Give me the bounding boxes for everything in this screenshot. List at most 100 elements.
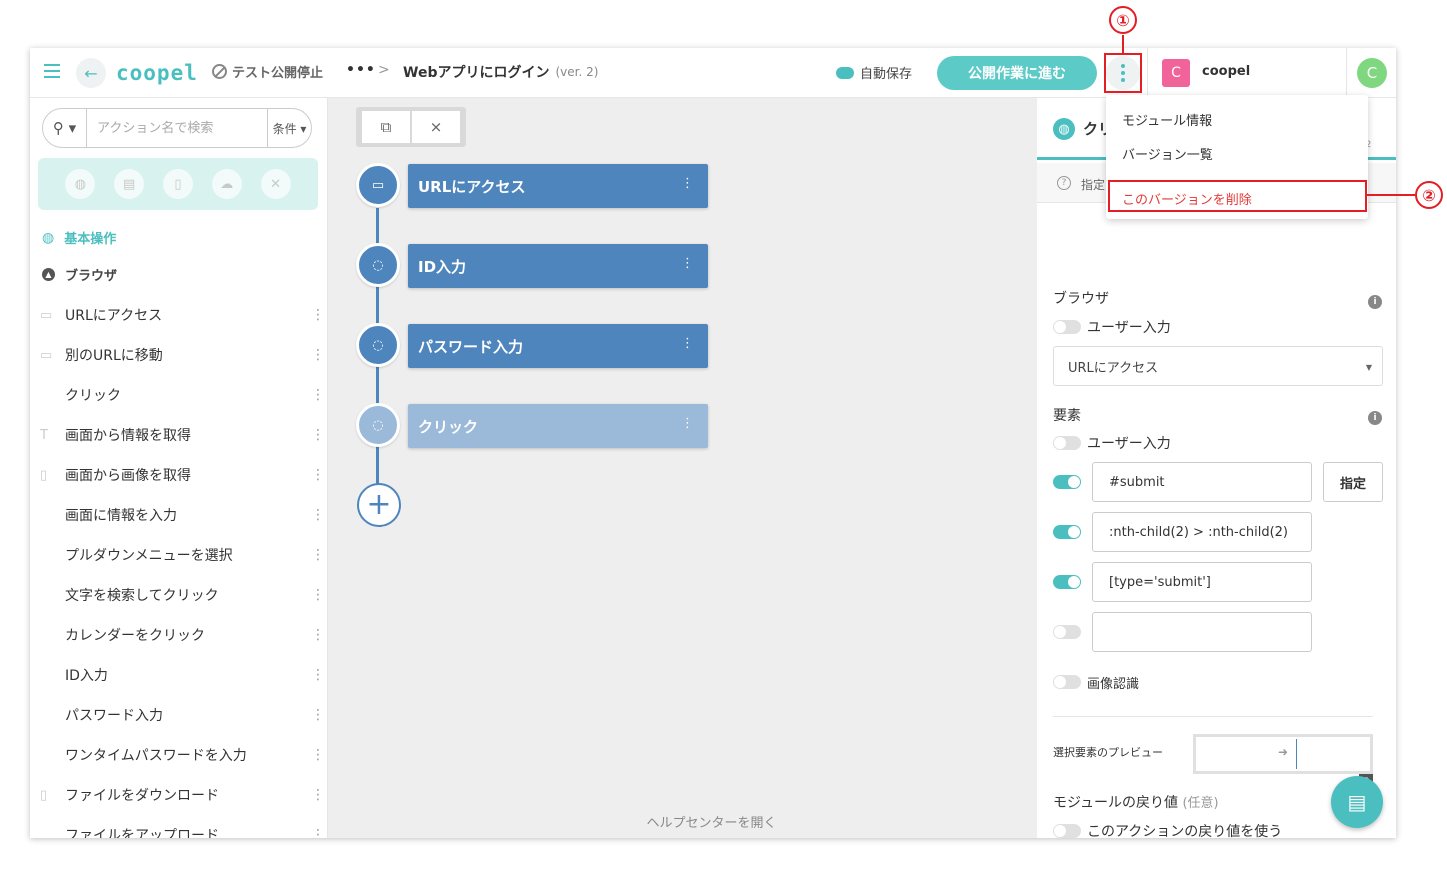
workspace-name[interactable]: coopel [1202,64,1251,79]
selector-input[interactable]: [type='submit'] [1092,562,1312,602]
add-node-button[interactable]: + [357,483,401,527]
sidebar-action-item[interactable]: カレンダーをクリック⋮ [30,615,327,655]
kebab-icon[interactable]: ⋮ [681,256,694,271]
sidebar-action-item[interactable]: パスワード入力⋮ [30,695,327,735]
selector-toggle[interactable] [1053,625,1081,639]
element-label: 要素 [1053,408,1081,424]
kebab-icon[interactable]: ⋮ [311,307,325,323]
selector-input[interactable]: #submit [1092,462,1312,502]
chat-icon[interactable]: ▤ [1331,776,1383,828]
help-center-link[interactable]: ヘルプセンターを開く [646,816,777,831]
selector-toggle[interactable] [1053,525,1081,539]
flow-node[interactable]: URLにアクセス ⋮ [408,164,708,208]
menu-item-version-list[interactable]: バージョン一覧 [1122,148,1213,163]
condition-dropdown[interactable]: 条件 ▾ [267,109,311,147]
sidebar-action-item[interactable]: ID入力⋮ [30,655,327,695]
annotation-box-2 [1108,180,1367,212]
image-recognition-toggle[interactable] [1053,675,1081,689]
dashed-circle-icon[interactable]: ◌ [356,323,400,367]
section-browser-label: ブラウザ [65,269,118,284]
sidebar-action-item[interactable]: ▯ファイルをダウンロード⋮ [30,775,327,815]
kebab-icon[interactable]: ⋮ [311,747,325,763]
collapse-icon[interactable]: ⨯ [412,111,460,143]
module-menu-button[interactable] [1106,56,1140,90]
menu-item-delete-version[interactable]: このバージョンを削除 [1122,193,1252,208]
annotation-number-2: ② [1415,181,1443,209]
help-icon[interactable]: ? [1057,176,1071,190]
globe-icon: ◍ [1053,118,1075,140]
kebab-icon[interactable]: ⋮ [311,707,325,723]
kebab-icon[interactable]: ⋮ [311,667,325,683]
globe-icon[interactable]: ◍ [65,169,96,199]
action-sidebar: ⚲ ▾ 条件 ▾ ◍ ▤ ▯ ☁ ✕ ◍ 基本操作 ▲ ブラウザ ▭URLにアク… [30,98,328,838]
browser-label: ブラウザ [1053,291,1109,307]
kebab-icon[interactable]: ⋮ [311,387,325,403]
publish-button[interactable]: 公開作業に進む [937,56,1097,90]
dashed-circle-icon[interactable]: ◌ [356,403,400,447]
kebab-icon[interactable]: ⋮ [681,336,694,351]
kebab-icon[interactable]: ⋮ [311,347,325,363]
prohibited-icon [212,64,227,79]
sidebar-action-item[interactable]: クリック⋮ [30,375,327,415]
kebab-icon[interactable]: ⋮ [311,587,325,603]
properties-panel: ◍ クリ r. 2 ? 指定 ブラウザ i ユーザー入力 URLにアクセス ▼ … [1037,98,1396,838]
flow-node[interactable]: パスワード入力 ⋮ [408,324,708,368]
sidebar-action-item[interactable]: 文字を検索してクリック⋮ [30,575,327,615]
user-avatar[interactable]: C [1357,58,1387,88]
element-user-input-toggle[interactable] [1053,436,1081,450]
sidebar-action-item[interactable]: ワンタイムパスワードを入力⋮ [30,735,327,775]
kebab-icon[interactable]: ⋮ [311,787,325,803]
back-button[interactable]: ← [76,58,106,88]
selector-toggle[interactable] [1053,475,1081,489]
hamburger-menu-icon[interactable] [44,64,60,78]
kebab-icon[interactable]: ⋮ [311,467,325,483]
kebab-icon[interactable]: ⋮ [311,507,325,523]
preview-label: 選択要素のプレビュー [1053,746,1163,759]
more-breadcrumb-button[interactable]: ••• [346,62,376,78]
kebab-icon[interactable]: ⋮ [311,627,325,643]
kebab-icon[interactable]: ⋮ [681,416,694,431]
selector-input[interactable] [1092,612,1312,652]
annotation-leader-1 [1122,35,1124,53]
file-icon: ▯ [40,787,48,803]
flow-node-label: ID入力 [418,257,467,276]
excel-icon[interactable]: ▤ [114,169,145,199]
window-icon[interactable]: ▭ [356,163,400,207]
info-icon[interactable]: i [1368,411,1382,425]
flow-node-label: パスワード入力 [418,337,524,356]
dashed-circle-icon[interactable]: ◌ [356,243,400,287]
sidebar-action-item[interactable]: ▭別のURLに移動⋮ [30,335,327,375]
sidebar-action-item[interactable]: ファイルをアップロード⋮ [30,815,327,838]
flow-node[interactable]: ID入力 ⋮ [408,244,708,288]
search-icon[interactable]: ⚲ ▾ [43,109,87,147]
flow-node-selected[interactable]: クリック ⋮ [408,404,708,448]
stop-test-publish-button[interactable]: テスト公開停止 [212,62,323,81]
specify-button[interactable]: 指定 [1323,462,1383,502]
tools-icon[interactable]: ✕ [260,169,291,199]
workspace-avatar[interactable]: C [1162,59,1190,87]
kebab-icon[interactable]: ⋮ [311,547,325,563]
kebab-icon[interactable]: ⋮ [311,827,325,838]
return-value-toggle[interactable] [1053,824,1081,838]
app-window: ← coopel テスト公開停止 ••• > Webアプリにログイン (ver.… [30,48,1396,838]
kebab-icon[interactable]: ⋮ [311,427,325,443]
document-icon[interactable]: ▯ [162,169,193,199]
sidebar-action-item[interactable]: 画面に情報を入力⋮ [30,495,327,535]
search-input[interactable] [87,110,267,146]
section-basic-operations[interactable]: ◍ 基本操作 [42,228,116,248]
browser-user-input-toggle[interactable] [1053,320,1081,334]
section-browser[interactable]: ▲ ブラウザ [42,265,117,284]
module-dropdown-menu: モジュール情報 バージョン一覧 このバージョンを削除 [1106,95,1368,219]
browser-select[interactable]: URLにアクセス ▼ [1053,346,1383,386]
sidebar-action-item[interactable]: ▭URLにアクセス⋮ [30,295,327,335]
menu-item-module-info[interactable]: モジュール情報 [1122,114,1213,129]
selector-toggle[interactable] [1053,575,1081,589]
selector-input[interactable]: :nth-child(2) > :nth-child(2) [1092,512,1312,552]
copy-icon[interactable]: ⧉ [362,111,410,143]
cloud-icon[interactable]: ☁ [211,169,242,199]
info-icon[interactable]: i [1368,295,1382,309]
sidebar-action-item[interactable]: ▯画面から画像を取得⋮ [30,455,327,495]
kebab-icon[interactable]: ⋮ [681,176,694,191]
sidebar-action-item[interactable]: プルダウンメニューを選択⋮ [30,535,327,575]
